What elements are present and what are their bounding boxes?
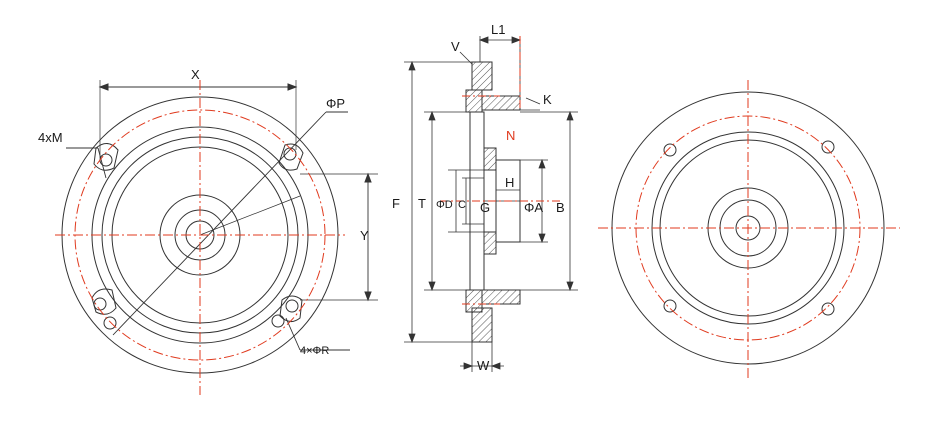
label-h: H: [505, 175, 514, 190]
left-view: [61, 80, 378, 374]
label-a: ΦA: [524, 200, 543, 215]
label-n: N: [506, 128, 515, 143]
right-hole-4: [821, 302, 835, 316]
right-hole-2: [821, 140, 835, 154]
right-hole-3: [663, 299, 677, 313]
label-b: B: [556, 200, 565, 215]
label-c: C: [458, 199, 466, 211]
label-x: X: [191, 67, 200, 82]
left-lugs: [91, 143, 304, 322]
right-hole-1: [663, 143, 677, 157]
label-d: ΦD: [436, 199, 453, 211]
label-p: ΦP: [326, 96, 345, 111]
left-holes: [93, 147, 299, 330]
label-v: V: [451, 39, 460, 54]
label-w: W: [477, 358, 490, 373]
label-r: 4×ΦR: [300, 345, 329, 357]
label-k: K: [543, 92, 552, 107]
right-centerlines: [598, 80, 900, 378]
label-t: T: [418, 196, 426, 211]
label-y: Y: [360, 228, 369, 243]
label-l1: L1: [491, 22, 505, 37]
left-centerlines: [55, 80, 345, 395]
label-f: F: [392, 196, 400, 211]
label-m: 4xM: [38, 130, 63, 145]
section-view: [404, 36, 578, 372]
label-g: G: [480, 200, 490, 215]
